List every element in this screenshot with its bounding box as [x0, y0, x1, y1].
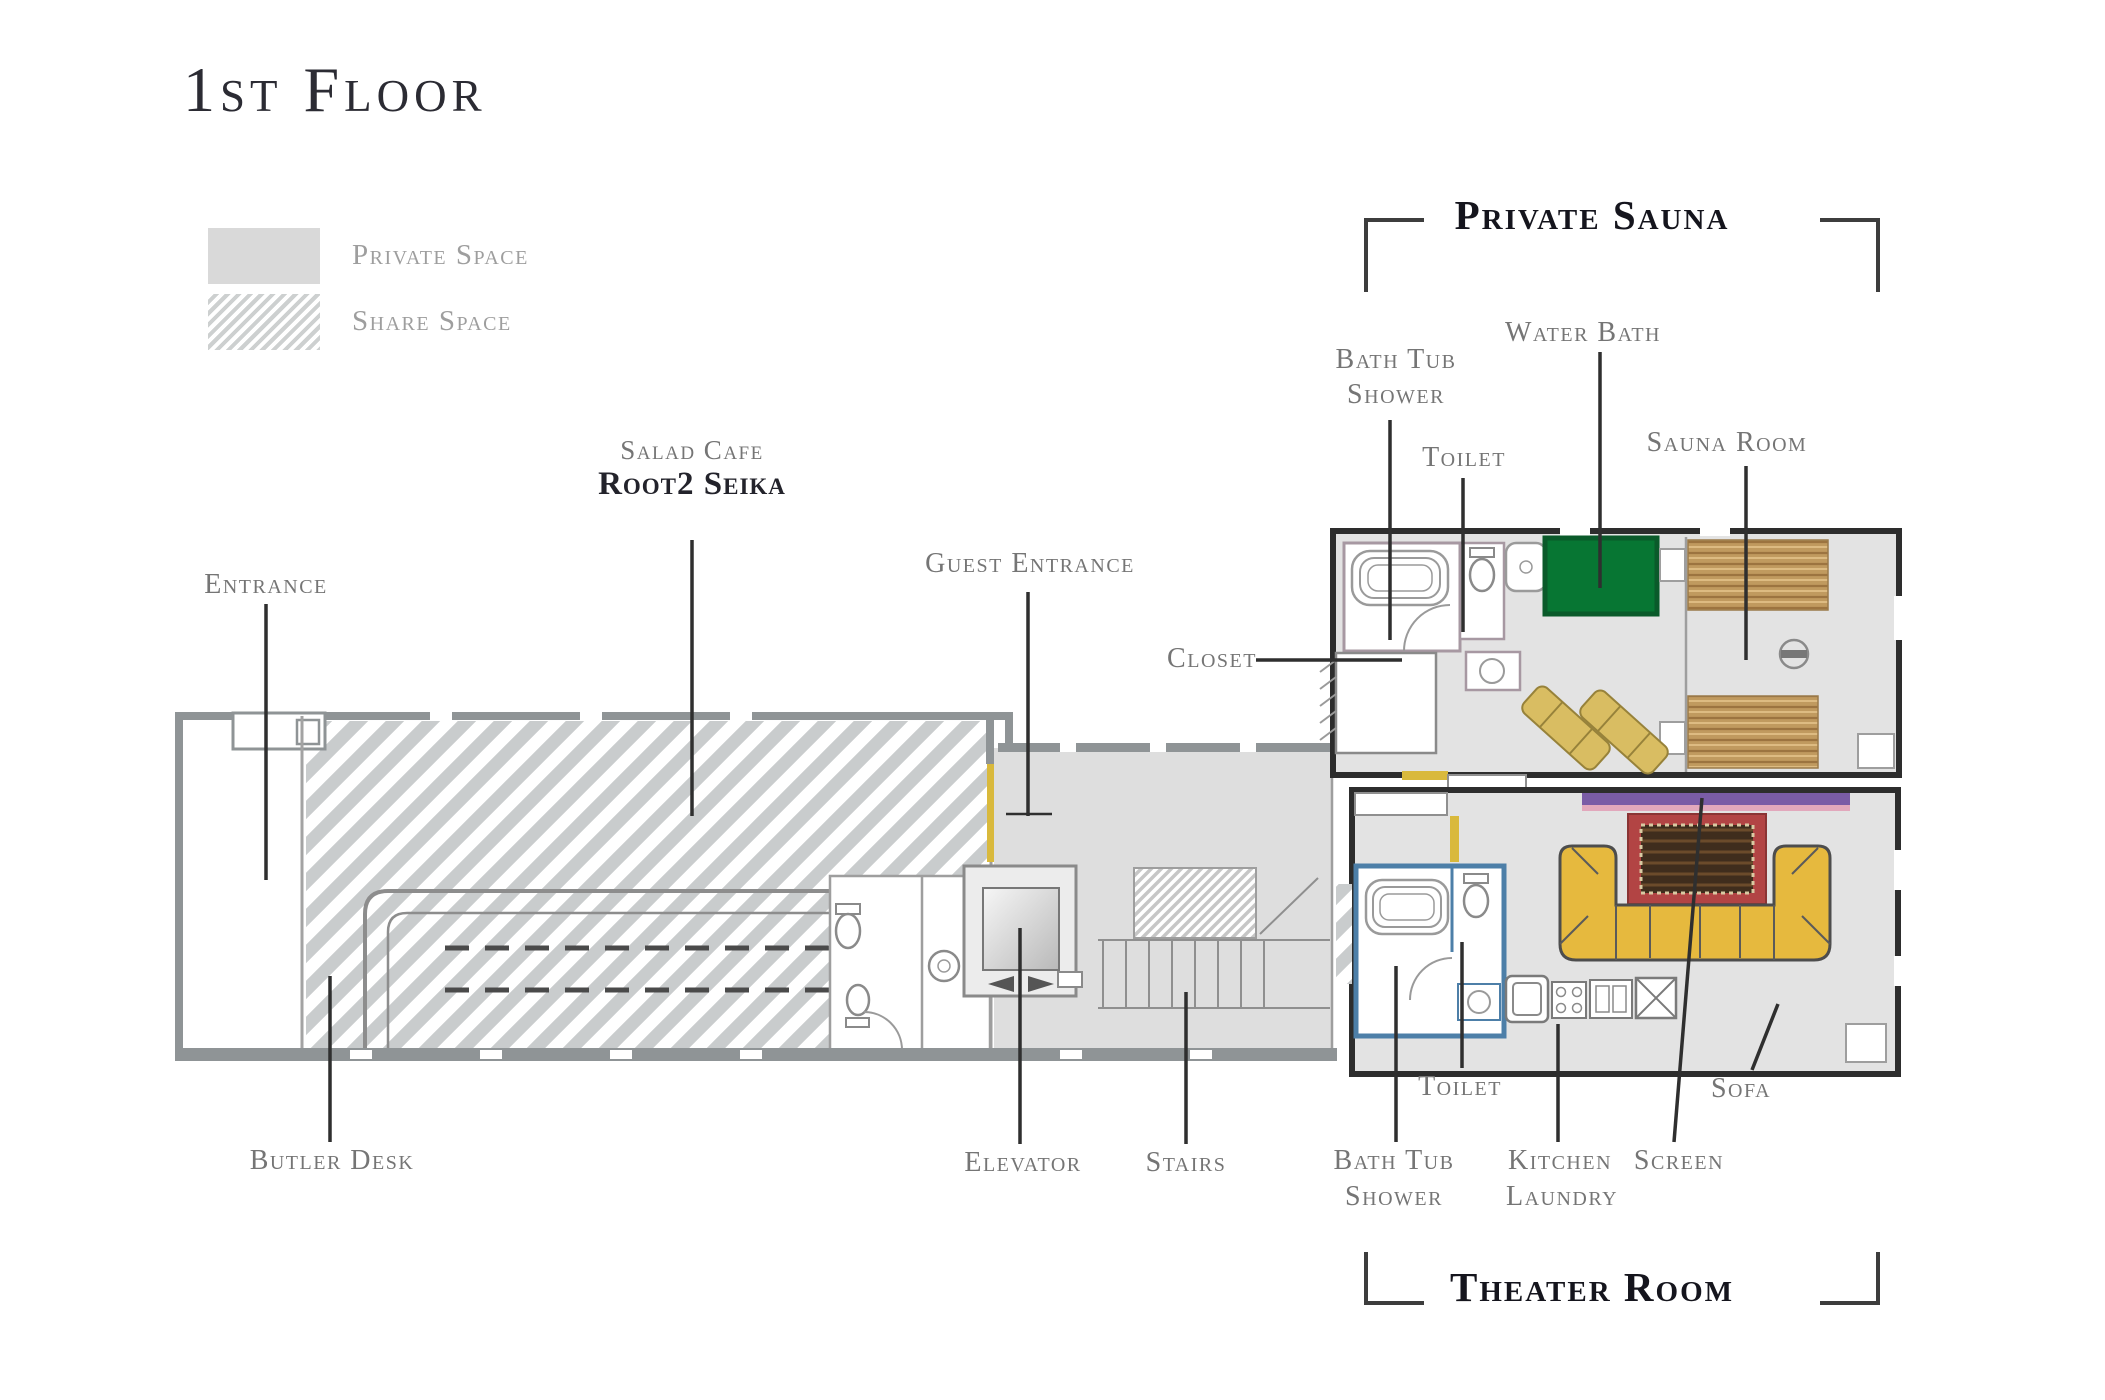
elevator-shaft	[962, 864, 1083, 998]
sauna-bench-lower	[1687, 695, 1819, 769]
cafe-building	[175, 711, 1337, 1061]
stair-steps	[1102, 940, 1265, 1008]
porch-pillar	[295, 718, 321, 746]
bathroom-door-arc	[1403, 604, 1451, 652]
header-brackets	[1364, 218, 1880, 1305]
theater-toilet-tank-icon	[1463, 873, 1489, 884]
sofa-shape	[1558, 844, 1832, 962]
base-wall-notches	[350, 1050, 1212, 1059]
sofa-seams	[1559, 847, 1831, 960]
legend-share-swatch	[208, 294, 320, 350]
legend-private-label: Private Space	[352, 239, 529, 271]
leader-sofa	[1750, 1003, 1780, 1071]
theater-bracket-left	[1364, 1252, 1424, 1305]
page-title: 1st Floor	[183, 54, 487, 125]
leader-lines	[264, 352, 1780, 1144]
wall-notches	[430, 712, 752, 721]
label-laundry: Laundry	[1505, 1181, 1619, 1212]
shower-drain-icon	[1519, 560, 1533, 574]
label-closet: Closet	[1167, 643, 1257, 674]
sauna-bracket-left	[1364, 218, 1424, 292]
label-sauna-room: Sauna Room	[1646, 427, 1808, 458]
toilet2-tank-icon	[845, 1017, 870, 1028]
corridor-core	[962, 743, 1334, 1048]
sauna-wall-windows	[1560, 526, 1904, 640]
label-toilet-2: Toilet	[1418, 1071, 1502, 1102]
theater-sink-icon	[1467, 990, 1491, 1014]
label-water-bath: Water Bath	[1505, 317, 1661, 348]
closet-door-ticks	[1319, 659, 1337, 741]
corridor-wall-notches	[1060, 743, 1256, 752]
share-sliver-hatch	[1336, 884, 1352, 984]
legend-share-label: Share Space	[352, 305, 512, 337]
private-sauna-header: Private Sauna	[1454, 192, 1730, 238]
staircase	[1098, 867, 1330, 1009]
cafe-right-wall	[986, 716, 994, 764]
elevator-door-arrow-right-icon	[1028, 976, 1054, 992]
theater-toilet-bowl-icon	[1462, 883, 1490, 919]
sauna-washbasin-box	[1464, 650, 1522, 692]
shower-stall-icon	[1504, 541, 1548, 593]
theater-corner-mat	[1845, 1023, 1887, 1063]
label-bathtub-1-line1: Bath Tub	[1335, 344, 1457, 375]
label-toilet-1: Toilet	[1422, 442, 1506, 473]
toilet-tank-icon	[835, 903, 861, 915]
sauna-bucket-band	[1781, 650, 1807, 658]
theater-sink-box	[1457, 983, 1501, 1021]
leader-screen	[1672, 797, 1704, 1143]
label-sofa: Sofa	[1710, 1073, 1772, 1104]
restroom-door-arc	[863, 1011, 903, 1051]
sauna-toilet-bowl-icon	[1468, 557, 1496, 593]
legend-private-swatch	[208, 228, 320, 284]
label-kitchen: Kitchen	[1507, 1145, 1613, 1176]
water-bath-step-top	[1659, 548, 1686, 582]
lounge-chair-1	[1521, 685, 1611, 771]
kitchen-sink-unit	[1504, 974, 1550, 1024]
label-salad-cafe: Salad Cafe	[620, 435, 764, 465]
theater-entry-notch	[1354, 792, 1448, 816]
sauna-bench-upper	[1687, 539, 1829, 611]
toilet2-bowl-icon	[845, 983, 871, 1017]
theater-bathtub-icon	[1364, 878, 1450, 936]
label-stairs: Stairs	[1145, 1147, 1227, 1178]
theater-wall-windows	[1894, 850, 1904, 986]
screen-strip	[1582, 793, 1850, 805]
elevator-door-arrow-left-icon	[988, 976, 1014, 992]
label-butler-desk: Butler Desk	[249, 1145, 415, 1176]
label-bathtub-2-line1: Bath Tub	[1333, 1145, 1455, 1176]
stair-direction-line	[1259, 877, 1319, 935]
sauna-bracket-right	[1820, 218, 1880, 292]
label-elevator: Elevator	[964, 1147, 1082, 1178]
private-sauna-suite	[1319, 526, 1904, 806]
stove-unit	[1551, 981, 1587, 1019]
theater-entry-door	[1450, 816, 1459, 862]
sauna-toilet-tank-icon	[1469, 547, 1495, 558]
label-salad-cafe-name: Root2 Seika	[598, 466, 786, 502]
guest-entrance-door	[987, 764, 996, 862]
label-bathtub-2-line2: Shower	[1345, 1181, 1443, 1212]
sauna-washbasin-icon	[1479, 658, 1505, 684]
theater-bracket-right	[1820, 1252, 1880, 1305]
toilet-bowl-icon	[834, 912, 862, 950]
elevator-panel	[1057, 971, 1083, 988]
washbasin-drain-icon	[937, 959, 951, 973]
sauna-door-mat	[1857, 733, 1895, 769]
lounge-chair-2	[1579, 689, 1669, 775]
washbasin-icon	[927, 949, 961, 983]
stair-landing-hatch	[1133, 867, 1257, 939]
theater-room-suite	[1336, 787, 1904, 1077]
kitchen-laundry-row	[1504, 974, 1678, 1024]
label-entrance: Entrance	[204, 569, 328, 600]
screen-strip-glow	[1582, 805, 1850, 811]
theater-room-header: Theater Room	[1449, 1264, 1735, 1310]
bathtub-icon	[1350, 549, 1450, 607]
label-bathtub-1-line2: Shower	[1347, 379, 1445, 410]
label-screen: Screen	[1633, 1145, 1725, 1176]
label-guest-entrance: Guest Entrance	[925, 548, 1135, 579]
closet-room	[1334, 651, 1438, 755]
suite-hall-door	[1402, 771, 1448, 780]
theater-bath-door-arc	[1409, 957, 1453, 1001]
